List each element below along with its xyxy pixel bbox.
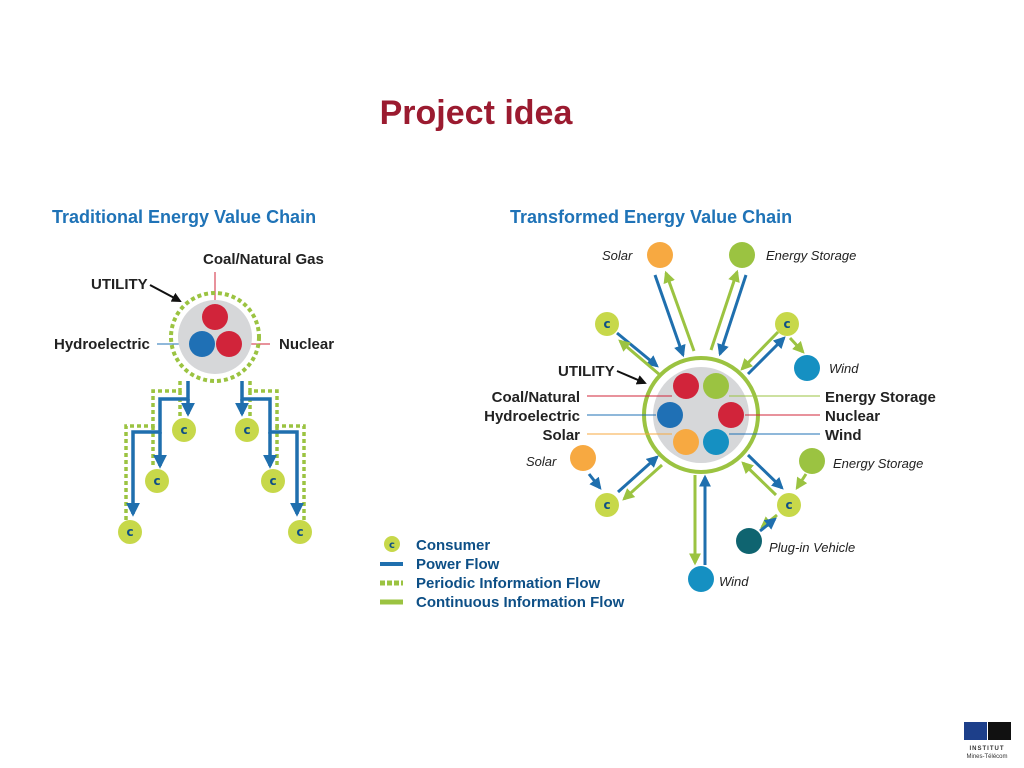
logo-line2: Mines-Télécom [966,754,1008,760]
node-solar-top [647,242,673,268]
source-lines [587,395,820,435]
power-flows [126,381,304,517]
utility-arrow-icon [616,370,647,385]
node-storage-top-label: Energy Storage [766,248,856,263]
hub-hydro-source [657,402,683,428]
hub-storage-source [703,373,729,399]
label-solar: Solar [542,427,580,444]
hub-coal-source [673,373,699,399]
svg-text:c: c [783,317,790,331]
transformed-flows [587,269,808,566]
legend-consumer: Consumer [416,537,490,554]
utility-ring [169,291,261,383]
node-wind-bottom-label: Wind [719,574,749,589]
node-solar-left [570,445,596,471]
consumer-c-icon: c [288,520,312,544]
node-storage-right [799,448,825,474]
svg-text:c: c [603,498,610,512]
logo-mines-block [964,722,987,740]
traditional-chain: Traditional Energy Value Chain Coal/Natu… [52,207,334,544]
utility-label: UTILITY [91,276,148,293]
consumer-c-icon: c [235,418,259,442]
logo-telecom-block [988,722,1011,740]
node-wind-right [794,355,820,381]
node-plugin-vehicle [736,528,762,554]
periodic-info-flows [124,381,306,521]
transformed-utility-label: UTILITY [558,363,615,380]
label-coal-natural: Coal/Natural [492,389,580,406]
institut-logo: INSTITUT Mines-Télécom [962,722,1012,764]
node-plugin-label: Plug-in Vehicle [769,540,855,555]
legend-periodic-flow: Periodic Information Flow [416,575,601,592]
logo-line1: INSTITUT [969,746,1005,752]
label-nuclear-right: Nuclear [825,408,880,425]
legend-power-flow: Power Flow [416,556,500,573]
transformed-chain: Transformed Energy Value Chain [484,207,936,592]
traditional-title: Traditional Energy Value Chain [52,207,316,227]
slide-title: Project idea [379,94,573,132]
traditional-consumers: c c c c c c [118,418,312,544]
consumer-c-icon: c [775,312,799,336]
svg-text:c: c [180,423,187,437]
consumer-c-icon: c [595,312,619,336]
consumer-c-icon: c [172,418,196,442]
transformed-title: Transformed Energy Value Chain [510,207,792,227]
legend: c Consumer Power Flow Periodic Informati… [380,536,625,611]
node-wind-bottom [688,566,714,592]
label-wind: Wind [825,427,862,444]
node-storage-right-label: Energy Storage [833,456,923,471]
consumer-c-icon: c [261,469,285,493]
consumer-c-icon: c [145,469,169,493]
label-hydroelectric: Hydroelectric [54,336,150,353]
svg-text:c: c [243,423,250,437]
svg-text:c: c [785,498,792,512]
hydro-source [189,331,215,357]
svg-text:c: c [296,525,303,539]
legend-consumer-icon: c [384,536,400,552]
svg-text:c: c [389,540,395,551]
nuclear-source [216,331,242,357]
label-hydroelectric-right: Hydroelectric [484,408,580,425]
node-storage-top [729,242,755,268]
utility-arrow-icon [149,284,182,302]
node-wind-right-label: Wind [829,361,859,376]
consumer-c-icon: c [777,493,801,517]
hub-nuclear-source [718,402,744,428]
hub-solar-source [673,429,699,455]
svg-text:c: c [153,474,160,488]
label-energy-storage: Energy Storage [825,389,936,406]
svg-text:c: c [269,474,276,488]
legend-continuous-flow: Continuous Information Flow [416,594,625,611]
node-solar-left-label: Solar [526,454,557,469]
node-solar-top-label: Solar [602,248,633,263]
consumer-c-icon: c [595,493,619,517]
coal-gas-source [202,304,228,330]
label-coal-gas: Coal/Natural Gas [203,251,324,268]
consumer-c-icon: c [118,520,142,544]
label-nuclear: Nuclear [279,336,334,353]
hub-wind-source [703,429,729,455]
svg-text:c: c [603,317,610,331]
svg-text:c: c [126,525,133,539]
